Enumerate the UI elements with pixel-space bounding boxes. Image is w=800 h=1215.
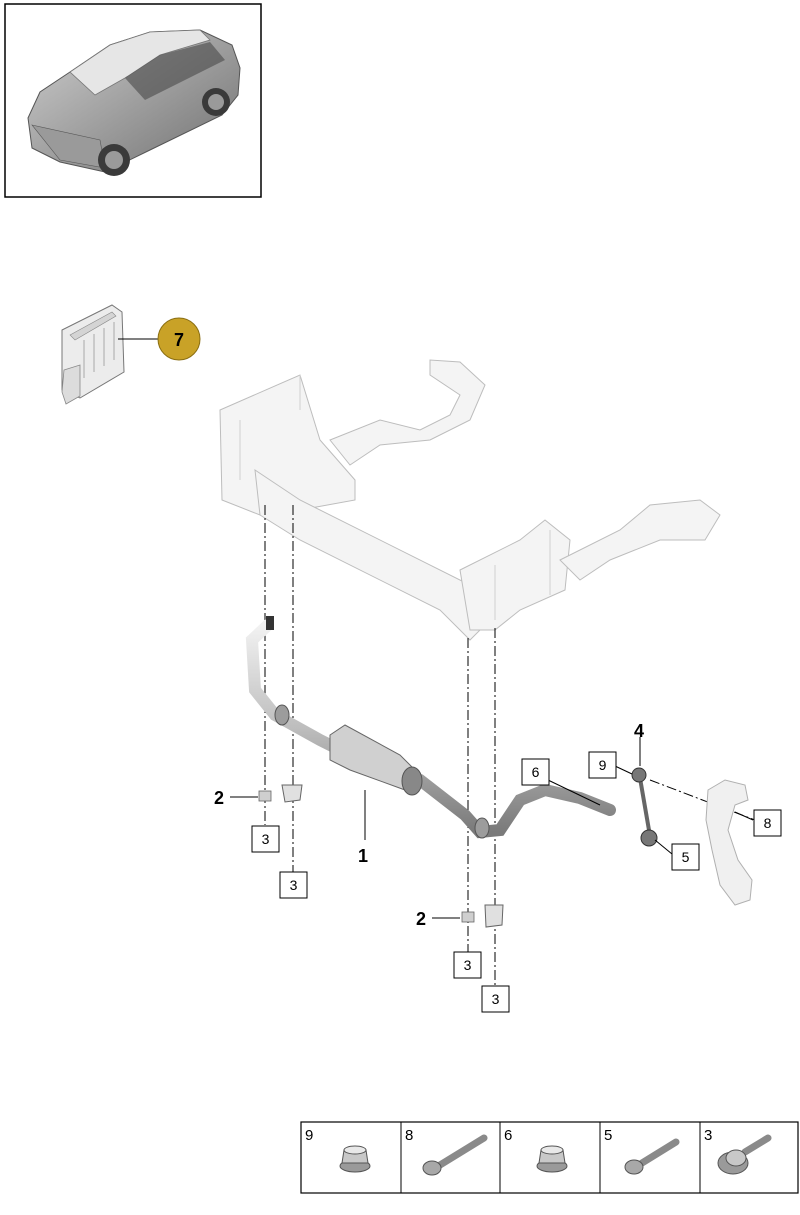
legend-number: 5 [604, 1127, 612, 1144]
fastener-legend: 9 8 6 5 [300, 1121, 799, 1194]
bar-mount-left[interactable] [258, 784, 303, 803]
callout-box-5[interactable]: 5 [671, 843, 700, 871]
callout-3a-label: 3 [262, 831, 270, 847]
callout-6-label: 6 [532, 764, 540, 780]
legend-number: 6 [504, 1127, 512, 1144]
callout-3d-label: 3 [492, 991, 500, 1007]
front-subframe [219, 359, 721, 641]
vehicle-thumbnail [4, 3, 262, 198]
callout-labels: 2 2 1 4 3 3 3 3 6 9 5 [214, 721, 782, 1013]
callout-1[interactable]: 1 [358, 846, 368, 866]
callout-4[interactable]: 4 [634, 721, 644, 741]
legend-cell-3[interactable]: 3 [704, 1127, 772, 1175]
flange-bolt-icon [717, 1134, 772, 1175]
bar-mount-right[interactable] [461, 904, 504, 928]
callout-8-label: 8 [764, 815, 772, 831]
legend-cell-6[interactable]: 6 [504, 1127, 568, 1173]
callout-box-3a[interactable]: 3 [251, 825, 280, 853]
legend-cell-9[interactable]: 9 [305, 1127, 371, 1173]
long-bolt-icon [422, 1134, 488, 1176]
legend-number: 3 [704, 1127, 712, 1144]
legend-cell-8[interactable]: 8 [405, 1127, 488, 1176]
control-unit[interactable] [61, 304, 125, 405]
car-icon [27, 29, 241, 176]
callout-box-8[interactable]: 8 [753, 809, 782, 837]
callout-leaders [230, 765, 754, 919]
callout-badge-7[interactable]: 7 [157, 317, 201, 361]
callout-box-6[interactable]: 6 [521, 758, 550, 786]
callout-box-3c[interactable]: 3 [453, 951, 482, 979]
callout-2-left[interactable]: 2 [214, 788, 224, 808]
callout-2-right[interactable]: 2 [416, 909, 426, 929]
short-bolt-icon [624, 1138, 680, 1175]
callout-box-3b[interactable]: 3 [279, 871, 308, 899]
coupling-rod[interactable] [631, 737, 658, 847]
callout-9-label: 9 [599, 757, 607, 773]
callout-box-3d[interactable]: 3 [481, 985, 510, 1013]
stabilizer-bar[interactable] [245, 616, 616, 839]
callout-3b-label: 3 [290, 877, 298, 893]
bar-end-cap [266, 616, 274, 630]
legend-cell-5[interactable]: 5 [604, 1127, 680, 1175]
callout-5-label: 5 [682, 849, 690, 865]
callout-box-9[interactable]: 9 [588, 751, 617, 779]
wheel-carrier [705, 779, 753, 906]
callout-7-label: 7 [174, 330, 184, 350]
hex-flange-nut-icon [339, 1145, 371, 1173]
legend-number: 8 [405, 1127, 413, 1144]
callout-3c-label: 3 [464, 957, 472, 973]
legend-number: 9 [305, 1127, 313, 1144]
badge-circle [157, 317, 201, 361]
hex-flange-nut-icon [536, 1145, 568, 1173]
